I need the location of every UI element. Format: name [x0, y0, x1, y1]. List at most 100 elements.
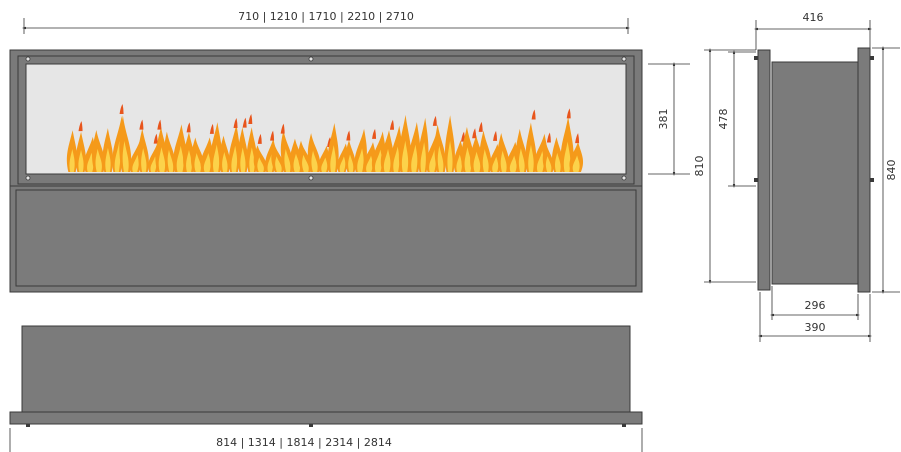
side-back-plate — [857, 47, 871, 293]
flame-core — [302, 154, 309, 172]
flame-tip — [248, 114, 253, 125]
flame — [253, 145, 267, 172]
flame-core — [330, 145, 336, 172]
flame — [497, 133, 510, 172]
flame-core — [311, 150, 318, 172]
flame-tip — [280, 123, 285, 134]
side-front-plate — [757, 49, 771, 291]
bracket-icon — [754, 56, 874, 182]
flame-core — [87, 152, 94, 172]
flame — [92, 130, 105, 172]
flame-core — [456, 154, 462, 172]
flame-core — [401, 140, 409, 172]
glass-height-dimension: 381 — [648, 62, 690, 176]
side-depth-dimension: 416 — [754, 11, 872, 50]
flame — [164, 131, 176, 172]
flame — [271, 143, 285, 172]
side-depth-label: 416 — [803, 11, 824, 24]
flame-tip — [209, 123, 214, 134]
flame-tip — [389, 119, 394, 130]
side-view: 416 478 810 — [693, 11, 900, 342]
screw-icon — [25, 56, 627, 181]
flame-tip — [346, 130, 351, 141]
flame-tip — [575, 133, 580, 144]
lower-panel — [15, 189, 637, 287]
flame-core — [231, 145, 238, 172]
flame — [380, 130, 394, 172]
flame — [228, 124, 240, 172]
outer-depth-dimension: 390 — [758, 292, 872, 342]
flame-core — [69, 149, 75, 172]
flame-core — [429, 149, 436, 172]
flame-core — [509, 155, 517, 172]
flame-core — [293, 153, 301, 172]
flame-core — [275, 156, 282, 172]
flame-core — [95, 148, 102, 172]
flame — [569, 141, 584, 172]
flame-core — [141, 148, 147, 172]
flame-core — [492, 156, 499, 172]
total-height-dimension: 840 — [872, 46, 900, 294]
flame — [307, 133, 321, 172]
flame-core — [186, 149, 192, 172]
body-depth-label: 296 — [805, 299, 826, 312]
flame-core — [167, 149, 174, 172]
front-view: 710 | 1210 | 1710 | 2210 | 2710 381 — [9, 10, 690, 293]
flame-core — [105, 147, 111, 172]
flame-core — [321, 157, 328, 172]
flame-core — [78, 149, 84, 172]
flame-core — [528, 144, 534, 172]
flame-icon — [66, 104, 584, 172]
flame — [119, 115, 132, 172]
flame-core — [537, 150, 544, 172]
flame — [327, 123, 339, 172]
flame-tip — [372, 128, 377, 139]
flame — [318, 145, 331, 172]
flame-core — [114, 141, 121, 172]
flame — [210, 122, 223, 172]
flame-tip — [78, 121, 83, 132]
flame-core — [249, 147, 255, 172]
flame — [542, 143, 554, 172]
flame-core — [447, 140, 453, 172]
flame — [418, 117, 429, 172]
flame-core — [222, 152, 228, 172]
flame — [408, 121, 421, 172]
flame-core — [383, 148, 391, 172]
flame-core — [284, 149, 291, 172]
flame — [354, 128, 367, 172]
flame — [190, 137, 204, 172]
flame — [337, 143, 349, 172]
flame-tip — [478, 121, 483, 132]
foot-icon — [26, 424, 626, 427]
inner-height-dimension: 478 — [717, 50, 756, 188]
flame-core — [203, 152, 211, 172]
flame-tip — [270, 130, 275, 141]
flame-core — [366, 155, 373, 172]
flame-core — [482, 149, 489, 172]
flame-tip — [139, 119, 144, 130]
flame-core — [572, 155, 580, 172]
flame-tip — [472, 128, 477, 139]
flame-core — [411, 144, 418, 172]
flame-core — [150, 156, 157, 172]
flame-core — [176, 145, 184, 172]
flame-core — [122, 140, 129, 172]
flame-tip — [119, 104, 124, 115]
bottom-flange — [9, 411, 643, 425]
flame-core — [555, 152, 561, 172]
flame-tip — [531, 109, 536, 120]
outer-depth-label: 390 — [805, 321, 826, 334]
flame-tip — [566, 108, 571, 119]
flame — [515, 128, 528, 172]
front-width-dimension: 710 | 1210 | 1710 | 2210 | 2710 — [22, 10, 630, 34]
flame-core — [357, 148, 364, 172]
flame-core — [437, 145, 444, 172]
front-width-label: 710 | 1210 | 1710 | 2210 | 2710 — [238, 10, 414, 23]
bottom-body — [21, 325, 631, 413]
flame — [479, 130, 492, 172]
height-dimension: 810 — [693, 48, 756, 284]
height-label: 810 — [693, 156, 706, 177]
total-height-label: 840 — [885, 160, 898, 181]
